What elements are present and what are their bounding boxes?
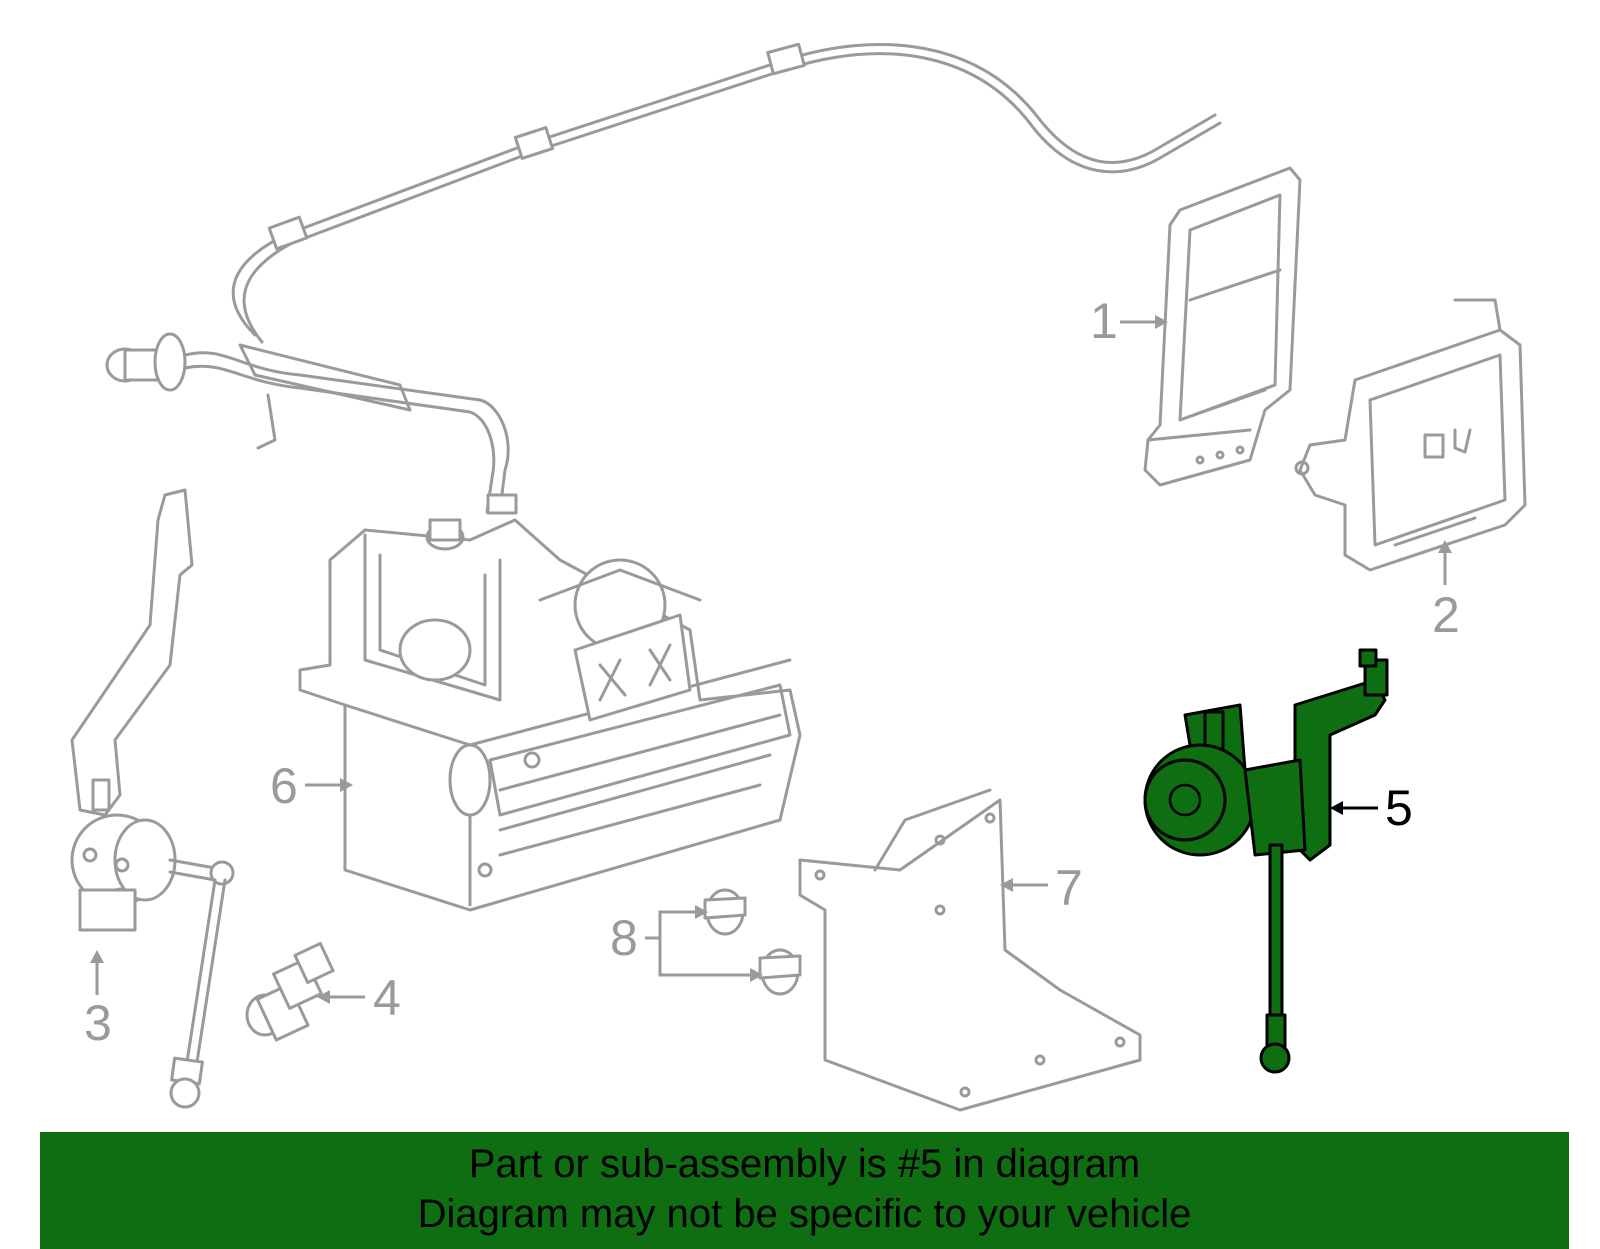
banner-line-2: Diagram may not be specific to your vehi… — [417, 1192, 1192, 1236]
bracket-2 — [1294, 298, 1527, 572]
module-1 — [1143, 166, 1302, 487]
fitting-4 — [245, 941, 335, 1042]
shield-7 — [798, 788, 1142, 1112]
svg-text:2: 2 — [1432, 587, 1460, 643]
height-sensor-3 — [70, 488, 235, 1109]
info-banner: Part or sub-assembly is #5 in diagram Di… — [40, 1132, 1569, 1249]
svg-text:8: 8 — [610, 910, 638, 966]
tube-bracket — [105, 332, 518, 515]
svg-text:7: 7 — [1055, 860, 1083, 916]
callout-6: 6 — [270, 758, 353, 814]
height-sensor-5 — [1143, 648, 1389, 1074]
callout-4: 4 — [317, 970, 401, 1026]
svg-text:5: 5 — [1385, 780, 1413, 836]
svg-text:4: 4 — [373, 970, 401, 1026]
compressor-assembly-6 — [298, 518, 802, 912]
callout-7: 7 — [1000, 860, 1083, 916]
callout-8: 8 — [610, 905, 763, 982]
svg-text:6: 6 — [270, 758, 298, 814]
callout-2: 2 — [1432, 540, 1460, 643]
banner-line-1: Part or sub-assembly is #5 in diagram — [468, 1142, 1141, 1186]
callout-3: 3 — [84, 950, 112, 1051]
svg-text:3: 3 — [84, 995, 112, 1051]
air-line — [231, 42, 1222, 344]
callout-5: 5 — [1330, 780, 1413, 836]
callout-1: 1 — [1090, 293, 1168, 349]
svg-text:1: 1 — [1090, 293, 1118, 349]
